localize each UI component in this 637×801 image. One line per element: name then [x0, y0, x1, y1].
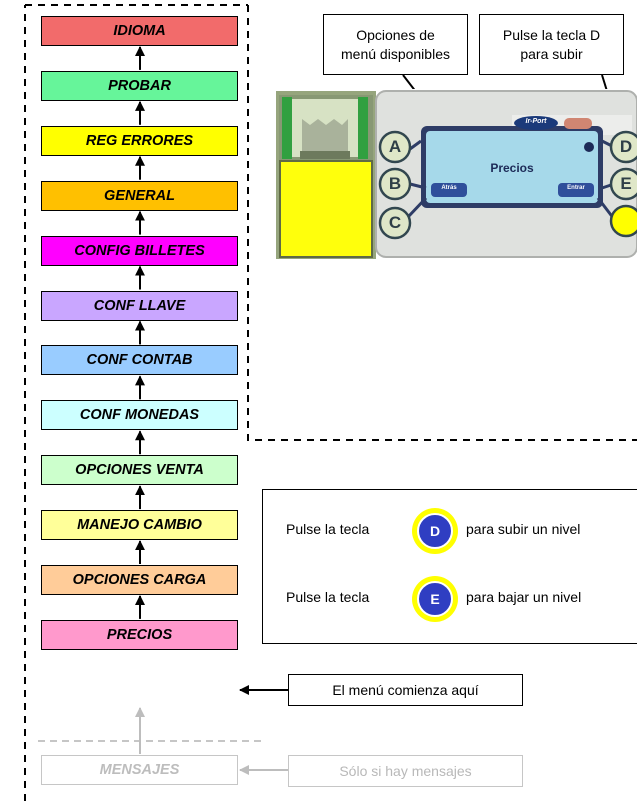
only-if-messages-callout: Sólo si hay mensajes [288, 755, 523, 787]
menu-item-label: PROBAR [108, 77, 171, 94]
key-e-label: E [620, 174, 632, 193]
key-b-label: B [388, 174, 402, 193]
keypad-screen-title: Precios [490, 161, 534, 175]
only-if-messages-text: Sólo si hay mensajes [339, 762, 472, 779]
menu-options-callout: Opciones de menú disponibles [323, 14, 468, 75]
key-a-label: A [388, 137, 402, 156]
menu-item-label: CONFIG BILLETES [74, 242, 205, 259]
keypad-illustration: A B C D E Precios Atrás Entrar Ir-Port [276, 89, 637, 261]
start-here-callout: El menú comienza aquí [288, 674, 523, 706]
mensajes-box: MENSAJES [41, 755, 238, 785]
dashed-border-mid [247, 5, 637, 441]
menu-item-label: CONF MONEDAS [79, 407, 200, 424]
key-d-icon: D [412, 508, 458, 554]
keypad-back-label: Atrás [441, 185, 457, 191]
key-e-inner: E [417, 581, 453, 617]
menu-item-box: CONF CONTAB [41, 345, 238, 376]
menu-item-label: CONF CONTAB [86, 352, 193, 369]
menu-options-line1: Opciones de [356, 26, 435, 43]
menu-item-box: GENERAL [41, 180, 238, 211]
menu-item-box: MANEJO CAMBIO [41, 510, 238, 541]
key-e-letter: E [430, 591, 440, 607]
menu-item-box: OPCIONES VENTA [41, 455, 238, 486]
keypad-drawing [276, 89, 637, 261]
key-d-inner: D [417, 513, 453, 549]
menu-item-box: CONF MONEDAS [41, 400, 238, 431]
menu-item-label: OPCIONES VENTA [75, 462, 204, 479]
menu-item-label: REG ERRORES [85, 132, 194, 149]
menu-item-box: CONFIG BILLETES [41, 235, 238, 266]
legend-press-key-down: Pulse la tecla [286, 589, 370, 605]
keypad-irport-label: Ir-Port [525, 118, 547, 125]
press-d-callout: Pulse la tecla D para subir [479, 14, 624, 75]
menu-item-label: PRECIOS [106, 626, 173, 643]
key-c-label: C [388, 213, 402, 232]
menu-item-label: GENERAL [104, 187, 175, 204]
menu-item-label: MANEJO CAMBIO [77, 517, 202, 534]
legend-press-key-up: Pulse la tecla [286, 521, 370, 537]
mensajes-label: MENSAJES [99, 762, 180, 778]
menu-item-box: REG ERRORES [41, 125, 238, 156]
legend-down-text: para bajar un nivel [466, 589, 582, 605]
key-d-letter: D [429, 523, 441, 539]
press-d-line1: Pulse la tecla D [502, 26, 601, 43]
key-e-icon: E [412, 576, 458, 622]
menu-item-label: CONF LLAVE [93, 297, 186, 314]
menu-options-line2: menú disponibles [341, 45, 450, 62]
menu-item-label: OPCIONES CARGA [72, 572, 207, 588]
start-here-text: El menú comienza aquí [332, 681, 479, 698]
menu-item-box: CONF LLAVE [41, 290, 238, 321]
menu-item-box: IDIOMA [41, 16, 238, 46]
menu-item-box: PROBAR [41, 70, 238, 101]
menu-item-box: OPCIONES CARGA [41, 565, 238, 595]
menu-item-box: PRECIOS [41, 619, 238, 650]
legend-box: Pulse la tecla D para subir un nivel Pul… [262, 489, 637, 644]
legend-up-text: para subir un nivel [466, 521, 581, 537]
key-d-label: D [619, 137, 633, 156]
keypad-enter-label: Entrar [567, 185, 585, 191]
menu-item-label: IDIOMA [113, 23, 166, 39]
press-d-line2: para subir [520, 45, 583, 62]
